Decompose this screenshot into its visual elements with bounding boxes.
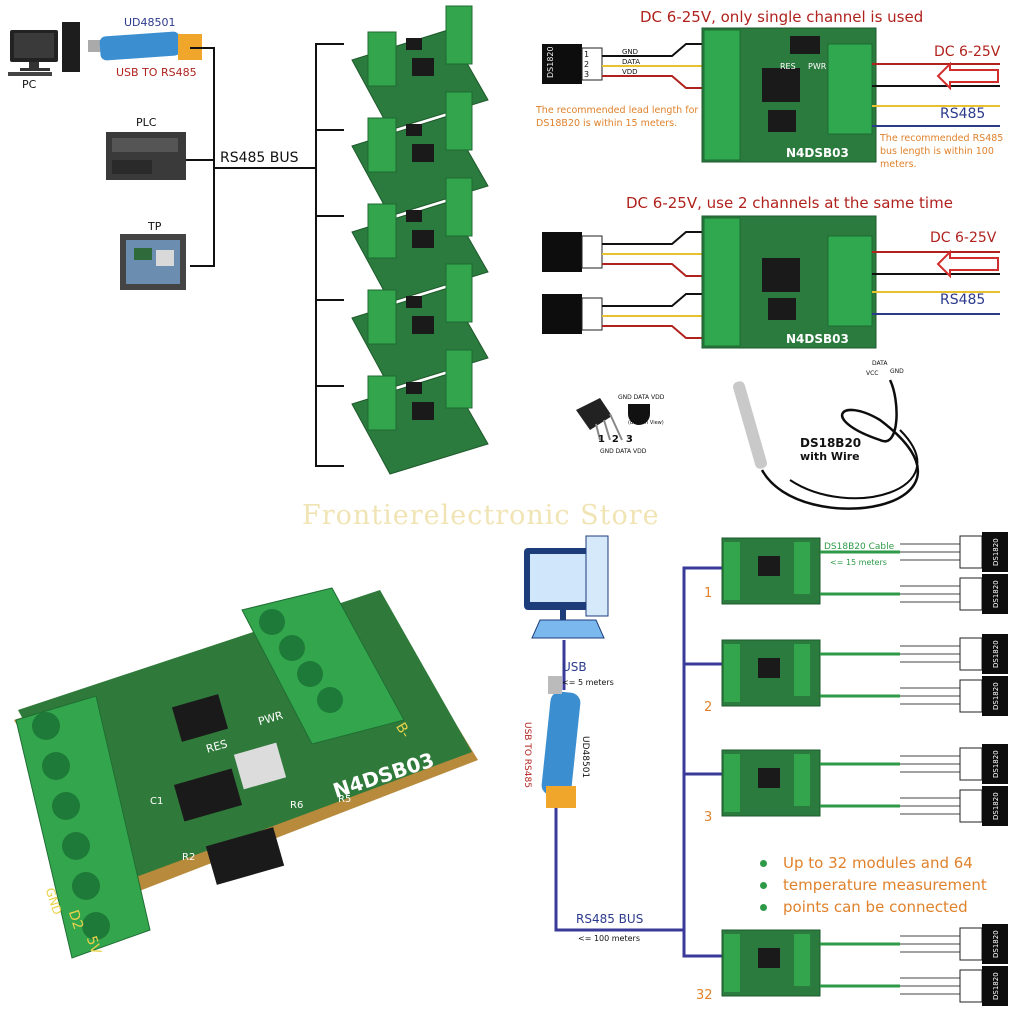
cable-label: DS18B20 Cable [824, 542, 895, 552]
network-pc-icon [524, 535, 609, 639]
ds18b20-sensor [982, 676, 1008, 716]
touch-panel-icon [120, 234, 186, 290]
sensor-label: DS1820 [992, 640, 1000, 668]
note-line-2: temperature measurement [783, 876, 987, 894]
plc-label: PLC [136, 116, 157, 129]
probe-wire-vcc: VCC [866, 370, 879, 377]
tp-label: TP [148, 220, 162, 233]
big-board-r2: R2 [182, 852, 196, 863]
big-board-photo [14, 587, 478, 959]
dual-channel-diagram [542, 215, 1000, 349]
single-channel-title: DC 6-25V, only single channel is used [640, 8, 924, 26]
to92-pin-numbers: 1 2 3 [598, 434, 633, 445]
single-channel-diagram [542, 27, 1000, 163]
sensor-pin-1: 1 [584, 50, 590, 59]
ds18b20-sensor [982, 574, 1008, 614]
sensor-label: DS1820 [992, 930, 1000, 958]
pc-label: PC [22, 78, 37, 91]
ds18b20-sensor [982, 634, 1008, 674]
bullet-icon [760, 859, 767, 867]
usb-rs485-converter-icon [88, 31, 202, 61]
converter-label: UD48501 [124, 16, 176, 29]
pwr-label: PWR [808, 62, 827, 71]
module-number-1: 1 [704, 586, 713, 601]
bullet-icon [760, 881, 767, 889]
ds18b20-sensor [982, 744, 1008, 784]
rs485-bus-lines [186, 43, 344, 467]
big-board-c1: C1 [150, 796, 164, 807]
rs485-label-2: RS485 [940, 292, 986, 308]
power-arrow-icon [936, 61, 999, 91]
probe-name-line2: with Wire [800, 450, 860, 463]
probe-wire-gnd: GND [890, 368, 904, 375]
bus-length-note: The recommended RS485 bus length is with… [880, 133, 1004, 170]
big-board-r5: R5 [338, 794, 352, 805]
rs485-bus-label: RS485 BUS [220, 150, 299, 166]
network-usb-rs485-label: USB TO RS485 [522, 722, 532, 788]
sensor-pin-3: 3 [584, 70, 590, 79]
ds18b20-sensor [982, 924, 1008, 964]
probe-wire-data: DATA [872, 360, 888, 367]
lead-length-note: The recommended lead length for DS18B20 … [536, 105, 699, 129]
network-bus-distance: <= 100 meters [578, 934, 640, 943]
to92-top-label: GND DATA VDD [618, 394, 665, 401]
network-modules: DS1820DS1820DS1820DS1820DS1820DS1820DS18… [721, 532, 1008, 1006]
note-line-1: Up to 32 modules and 64 [783, 854, 973, 872]
dual-channel-title: DC 6-25V, use 2 channels at the same tim… [626, 194, 953, 212]
plc-icon [106, 132, 186, 180]
big-board-r6: R6 [290, 800, 304, 811]
network-converter-label: UD48501 [580, 736, 590, 779]
capacity-note: Up to 32 modules and 64 temperature meas… [760, 852, 987, 918]
network-converter-icon [541, 676, 581, 808]
probe-name-line1: DS18B20 [800, 436, 862, 450]
ds18b20-sensor [982, 532, 1008, 572]
to92-sensor-icon [576, 398, 650, 441]
usb-distance: <= 5 meters [562, 678, 614, 687]
sensor-pin-2: 2 [584, 60, 590, 69]
module-board [351, 349, 489, 475]
module-number-2: 2 [704, 700, 713, 715]
ds18b20-sensor [542, 44, 582, 84]
wire-data-label: DATA [622, 58, 641, 66]
sensor-label: DS1820 [992, 972, 1000, 1000]
to92-bottom-label: GND DATA VDD [600, 448, 647, 455]
sensor-label: DS1820 [992, 750, 1000, 778]
ds18b20-probe-icon [733, 379, 920, 510]
bullet-icon [760, 903, 767, 911]
usb-label: USB [562, 660, 587, 674]
power-label-2: DC 6-25V [930, 230, 997, 246]
cable-distance: <= 15 meters [830, 558, 887, 567]
sensor-label: DS1820 [992, 538, 1000, 566]
sensor-text-1: DS1820 [546, 46, 555, 78]
pc-icon [8, 22, 80, 76]
module-number-32: 32 [696, 988, 713, 1003]
module-number-3: 3 [704, 810, 713, 825]
sensor-label: DS1820 [992, 682, 1000, 710]
store-watermark: Frontierelectronic Store [302, 500, 660, 531]
usb-rs485-label: USB TO RS485 [116, 66, 197, 79]
sensor-label: DS1820 [992, 580, 1000, 608]
sensor-label: DS1820 [992, 792, 1000, 820]
ds18b20-sensor [982, 966, 1008, 1006]
note-line-3: points can be connected [783, 898, 968, 916]
wire-vdd-label: VDD [622, 68, 638, 76]
board-name-2: N4DSB03 [786, 332, 849, 346]
network-bus-lines [554, 566, 722, 958]
to92-bottom-view: (Bottom View) [628, 420, 664, 426]
rs485-label-1: RS485 [940, 106, 986, 122]
res-label: RES [780, 62, 796, 71]
power-label-1: DC 6-25V [934, 44, 1001, 60]
module-stack [351, 5, 489, 475]
network-bus-label: RS485 BUS [576, 912, 644, 926]
wire-gnd-label: GND [622, 48, 639, 56]
board-name-1: N4DSB03 [786, 146, 849, 160]
ds18b20-sensor [982, 786, 1008, 826]
